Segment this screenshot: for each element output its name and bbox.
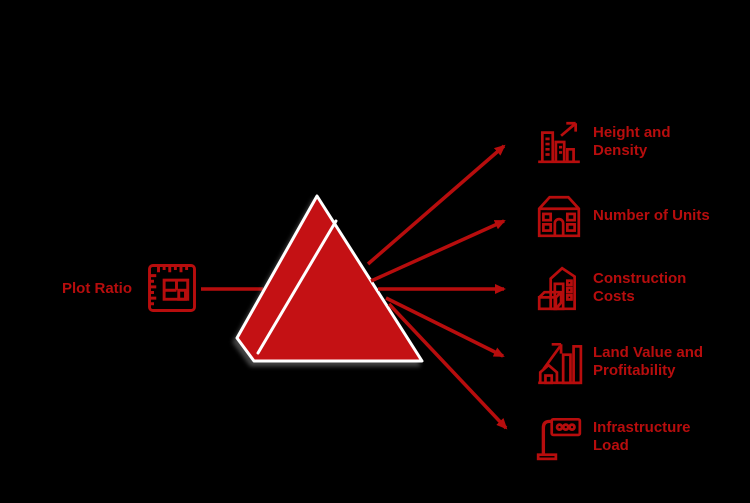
prism	[235, 194, 424, 363]
building-construction-icon	[534, 263, 584, 313]
input-label: Plot Ratio	[62, 280, 132, 297]
apartment-units-icon	[534, 191, 584, 241]
growth-chart-house-icon	[534, 337, 584, 387]
prism-inner-edge	[256, 219, 338, 355]
blueprint-plan-icon	[145, 261, 199, 315]
arrow-to-land-value	[385, 296, 505, 358]
arrow-to-infrastructure-load	[387, 302, 508, 430]
output-item-construction-costs: Construction Costs	[534, 262, 693, 314]
road-sign-icon	[534, 412, 584, 462]
output-label: Height and Density	[593, 124, 671, 159]
arrow-to-height-and-density	[366, 144, 506, 266]
output-item-land-value: Land Value and Profitability	[534, 336, 713, 388]
output-item-infrastructure-load: Infrastructure Load	[534, 411, 701, 463]
prism-body	[235, 194, 424, 363]
output-item-number-of-units: Number of Units	[534, 190, 710, 242]
output-item-height-and-density: Height and Density	[534, 116, 688, 168]
output-label: Infrastructure Load	[593, 419, 691, 454]
output-label: Construction Costs	[593, 270, 687, 305]
arrow-to-number-of-units	[370, 219, 506, 283]
output-label: Number of Units	[593, 207, 710, 224]
output-label: Land Value and Profitability	[593, 344, 704, 379]
buildings-growth-icon	[534, 117, 584, 167]
